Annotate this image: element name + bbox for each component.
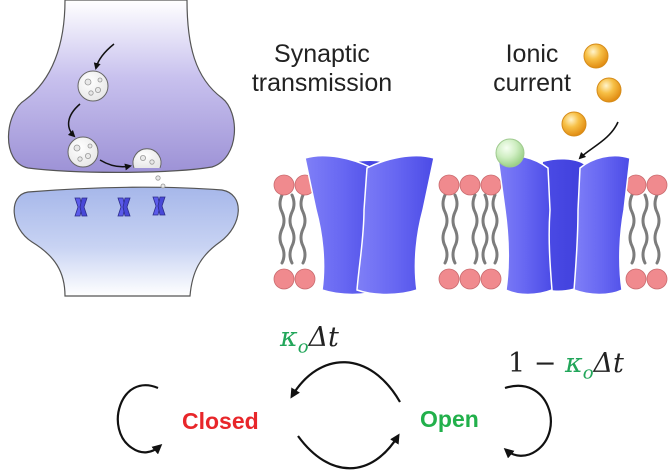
one-minus: 1 − bbox=[508, 348, 557, 379]
synaptic-line-1: Synaptic bbox=[274, 40, 370, 68]
vesicle-arrow bbox=[99, 159, 132, 171]
synaptic-line-2: transmission bbox=[251, 69, 393, 97]
ion-icon bbox=[583, 43, 609, 69]
kappa-symbol: κ bbox=[564, 348, 583, 379]
rate-open-to-closed: κoΔt bbox=[280, 322, 339, 357]
presynaptic-terminal bbox=[7, 0, 235, 173]
state-closed: Closed bbox=[182, 408, 259, 434]
membrane bbox=[273, 154, 668, 296]
ionic-line-2: current bbox=[493, 69, 571, 97]
ion-icon bbox=[596, 77, 622, 103]
ion-channel-closed bbox=[304, 154, 435, 296]
ion-icon bbox=[561, 111, 587, 137]
vesicle-icon bbox=[132, 148, 166, 189]
self-loop-closed bbox=[116, 384, 163, 455]
vesicle-icon bbox=[67, 136, 99, 168]
vesicle-arrow bbox=[93, 43, 115, 70]
rate-open-stay: 1 − κoΔt bbox=[508, 348, 624, 383]
receptor-icon bbox=[152, 196, 166, 216]
transition-arrows bbox=[116, 361, 552, 470]
receptor-icon bbox=[74, 197, 88, 217]
delta-t: Δt bbox=[308, 322, 339, 353]
vesicle-arrow bbox=[67, 103, 81, 138]
lipid-heads bbox=[273, 174, 668, 290]
kappa-symbol: κ bbox=[280, 322, 298, 353]
state-open: Open bbox=[420, 406, 479, 432]
ion-flow-arrow bbox=[578, 121, 619, 160]
kappa-subscript: o bbox=[582, 362, 594, 384]
lipid-tails bbox=[278, 193, 661, 265]
arrow-open-to-closed bbox=[290, 361, 401, 403]
ionic-line-1: Ionic bbox=[505, 40, 559, 68]
delta-t: Δt bbox=[593, 348, 624, 379]
arrow-closed-to-open bbox=[297, 433, 400, 470]
synaptic-transmission-label: Synaptic transmission bbox=[237, 40, 407, 98]
vesicle-icon bbox=[77, 70, 109, 102]
ion-channel-open bbox=[497, 154, 631, 296]
receptor-icon bbox=[117, 197, 131, 217]
self-loop-open bbox=[503, 384, 552, 459]
synapse-diagram bbox=[7, 0, 239, 297]
kappa-subscript: o bbox=[297, 336, 309, 358]
ion-icon bbox=[495, 138, 525, 168]
ionic-current-label: Ionic current bbox=[482, 40, 582, 98]
